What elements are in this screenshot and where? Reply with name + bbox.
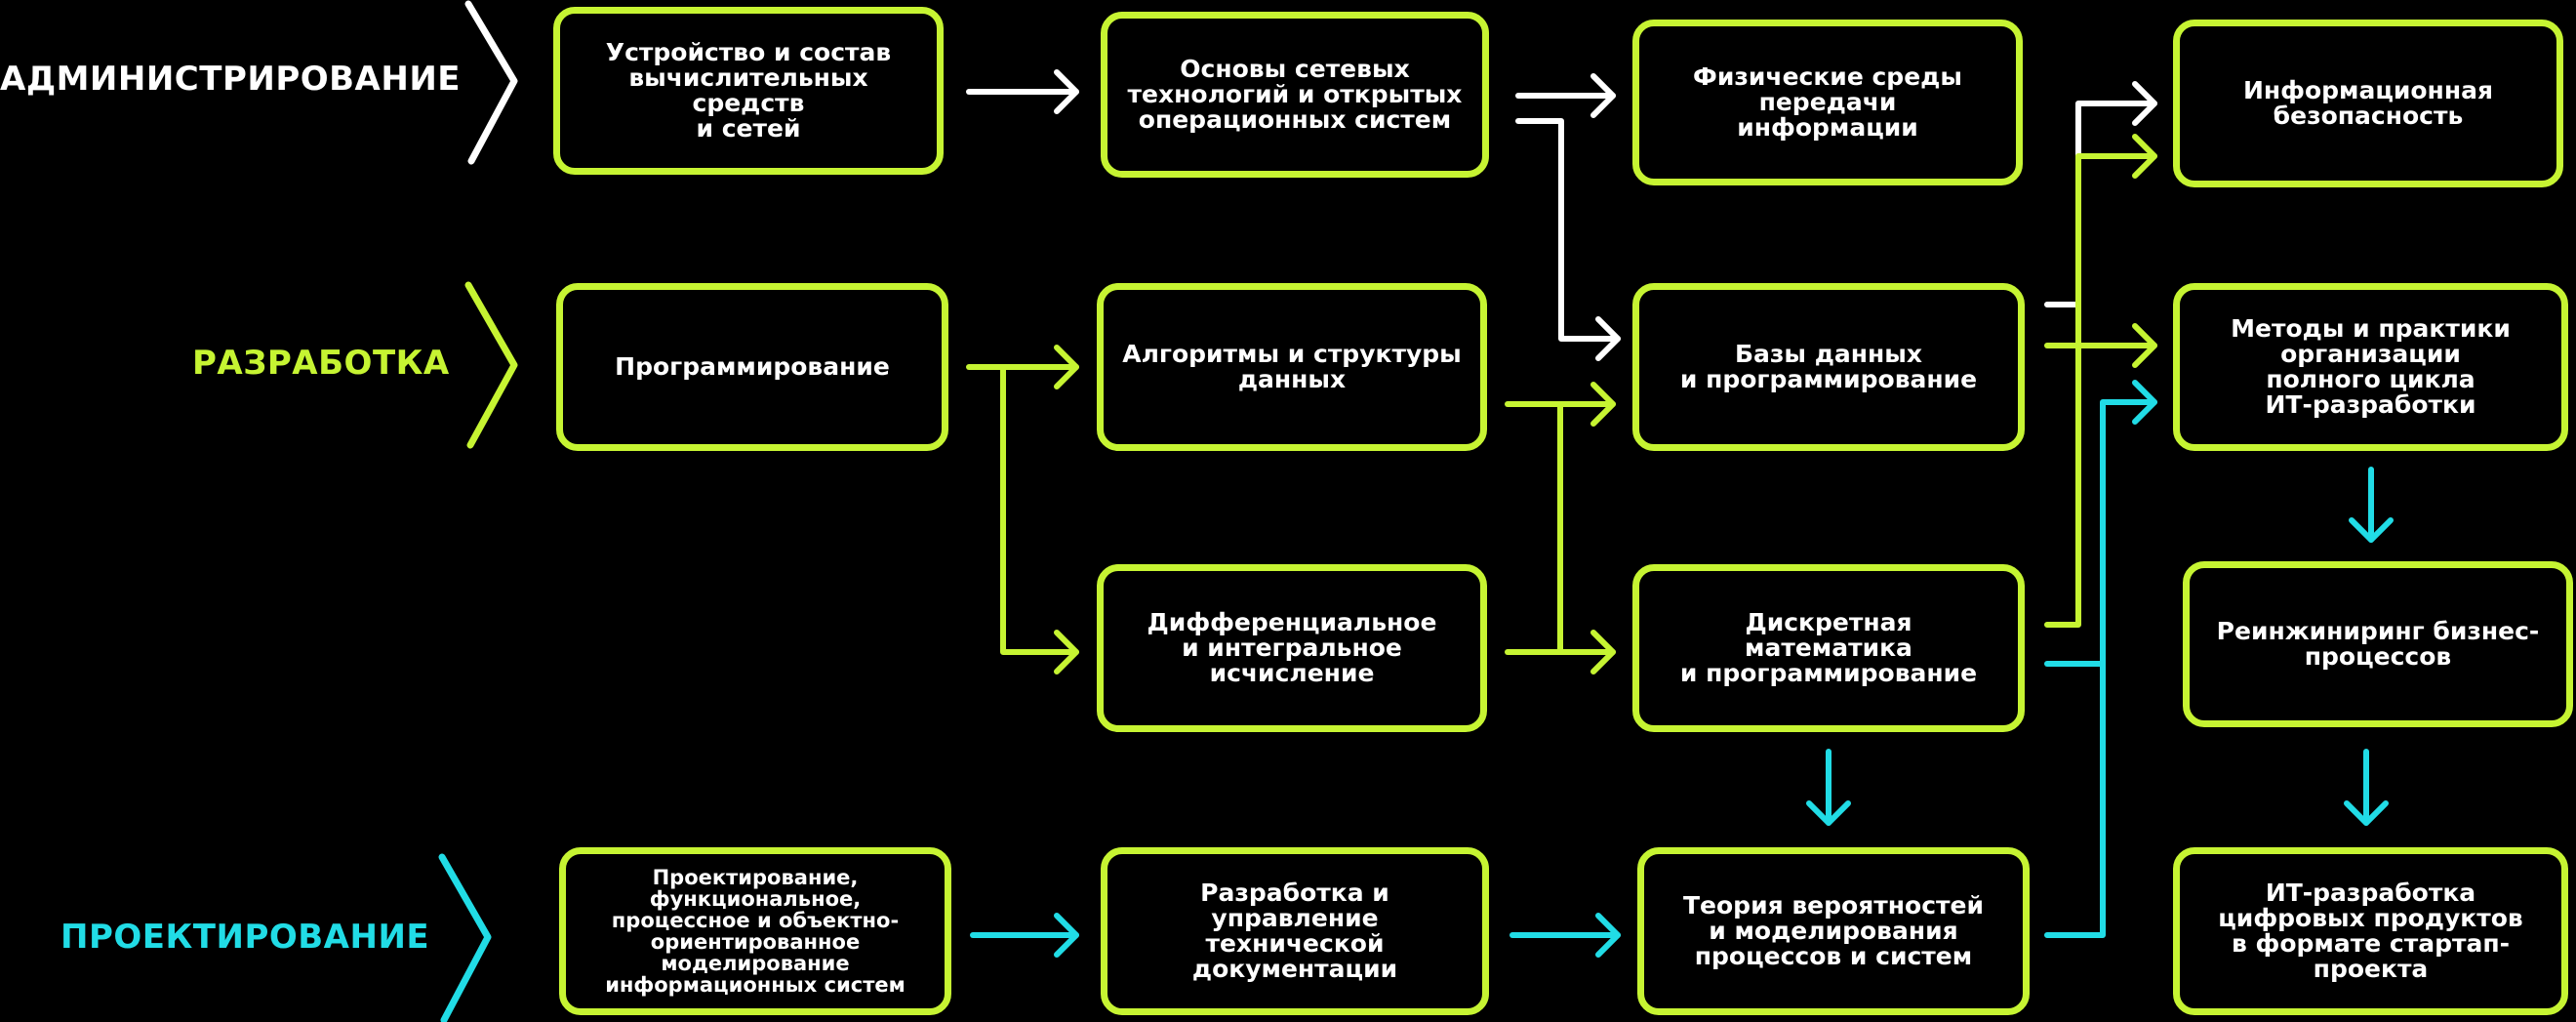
node-programming: Программирование [556,283,948,451]
arrowhead [2132,323,2157,368]
node-label: Методы и практики организации полного ци… [2231,313,2511,420]
node-databases: Базы данных и программирование [1632,283,2025,451]
node-probability-theory: Теория вероятностей и моделирования проц… [1637,847,2030,1015]
arrowhead [1590,382,1616,427]
node-tech-documentation: Разработка и управление технической доку… [1101,847,1489,1015]
node-startup-product: ИТ-разработка цифровых продуктов в форма… [2173,847,2568,1015]
node-information-security: Информационная безопасность [2173,20,2563,187]
node-label: Основы сетевых технологий и открытых опе… [1127,54,1463,135]
node-system-modeling: Проектирование, функциональное, процессн… [559,847,951,1015]
node-discrete-math: Дискретная математика и программирование [1632,564,2025,732]
node-label: Проектирование, функциональное, процессн… [605,865,906,998]
arrowhead [2132,380,2157,425]
connector-line [1000,364,1079,655]
node-label: Реинжиниринг бизнес- процессов [2216,616,2540,671]
node-physical-media: Физические среды передачи информации [1632,20,2023,185]
node-label: Информационная безопасность [2242,75,2494,130]
connector-line [1515,118,1621,342]
connector-line [2044,153,2157,628]
category-label-admin: АДМИНИСТРИРОВАНИЕ [0,60,461,99]
arrowhead [1595,913,1621,958]
arrowhead [1806,800,1851,826]
connector-line [2044,101,2157,307]
chevron-admin [464,0,518,165]
node-label: Теория вероятностей и моделирования проц… [1683,890,1984,971]
category-label-design: ПРОЕКТИРОВАНИЕ [60,918,430,957]
node-label: Устройство и состав вычислительных средс… [605,37,892,143]
node-label: Физические среды передачи информации [1693,61,1962,143]
node-label: ИТ-разработка цифровых продуктов в форма… [2218,878,2523,984]
node-computing-devices: Устройство и состав вычислительных средс… [553,7,944,175]
category-label-development: РАЗРАБОТКА [192,344,450,383]
node-label: Базы данных и программирование [1679,339,1978,393]
node-business-reengineering: Реинжиниринг бизнес- процессов [2183,561,2573,727]
arrowhead [1595,316,1621,361]
chevron-design [438,853,492,1022]
arrowhead [2344,800,2389,826]
arrowhead [1054,69,1079,114]
arrowhead [2349,517,2394,543]
node-label: Алгоритмы и структуры данных [1122,339,1462,393]
arrowhead [2132,81,2157,126]
node-dev-lifecycle: Методы и практики организации полного ци… [2173,283,2568,451]
chevron-development [464,281,518,449]
arrowhead [1054,345,1079,389]
node-label: Дифференциальное и интегральное исчислен… [1147,607,1437,688]
arrowhead [1590,73,1616,118]
node-calculus: Дифференциальное и интегральное исчислен… [1097,564,1487,732]
node-label: Программирование [615,351,890,381]
node-network-os-basics: Основы сетевых технологий и открытых опе… [1101,12,1489,178]
arrowhead [1054,913,1079,958]
arrowhead [1590,630,1616,675]
arrowhead [1054,630,1079,675]
node-label: Дискретная математика и программирование [1679,607,1978,688]
arrowhead [2132,134,2157,179]
node-algorithms: Алгоритмы и структуры данных [1097,283,1487,451]
node-label: Разработка и управление технической доку… [1191,878,1398,984]
connector-line [2044,399,2157,938]
